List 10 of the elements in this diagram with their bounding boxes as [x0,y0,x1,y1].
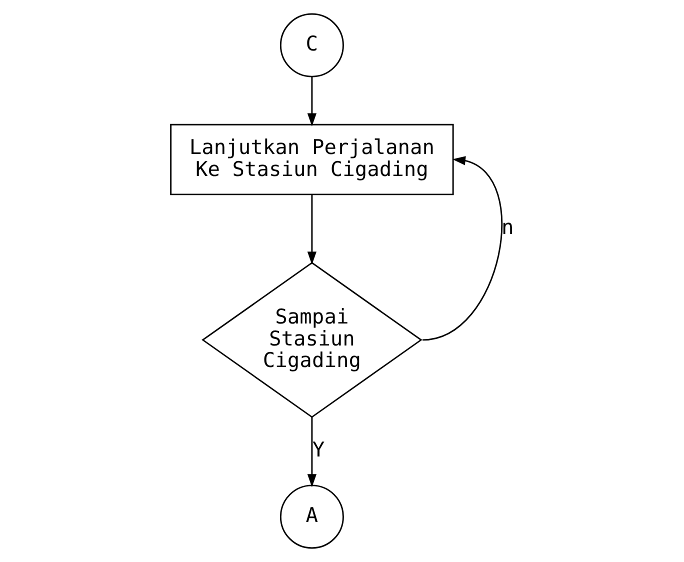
arrow [422,156,502,341]
node-circle: C [279,13,344,78]
arrow [306,194,316,265]
node-circle: A [279,484,344,549]
node-diamond: Sampai Stasiun Cigading [201,262,422,418]
edge-label: n [501,215,514,240]
arrow [306,76,316,126]
arrow [306,417,316,488]
node-box: Lanjutkan Perjalanan Ke Stasiun Cigading [170,124,454,196]
edge-label: Y [312,438,324,462]
